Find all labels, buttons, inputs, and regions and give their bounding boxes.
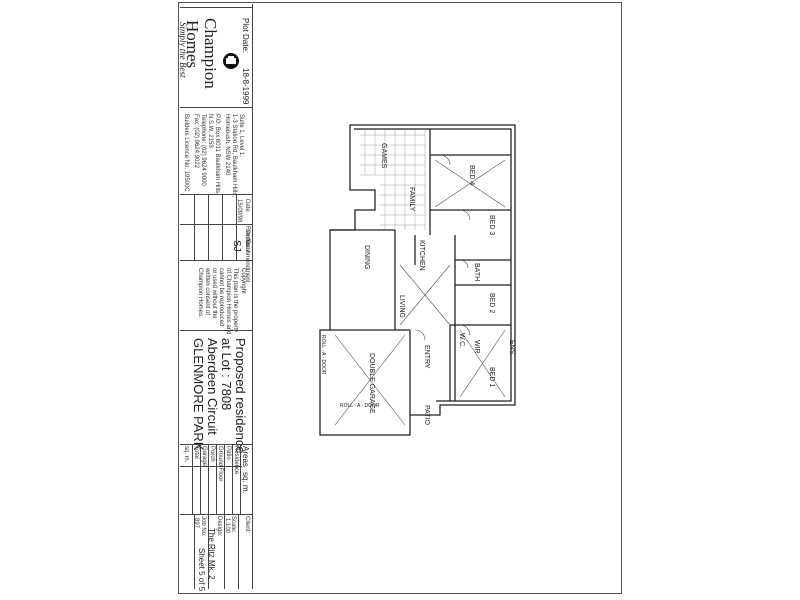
roll-a-door-label-2: ROLL - A - DOOR xyxy=(340,403,380,409)
drawn-value: SJ xyxy=(231,240,242,252)
room-ens: ENS. xyxy=(508,340,515,356)
roll-a-door-label-1: ROLL - A - DOOR xyxy=(320,335,326,375)
room-bed2: BED 2 xyxy=(488,293,495,313)
room-bed4: BED 4 xyxy=(468,165,475,185)
room-dining: DINING xyxy=(363,245,370,270)
room-family: FAMILY xyxy=(408,187,415,212)
company-tagline: Simply the Best xyxy=(178,22,188,78)
room-living: LIVING xyxy=(398,295,405,318)
room-bed1: BED 1 xyxy=(488,367,495,387)
company-name: Champion xyxy=(201,18,220,89)
room-patio: PATIO xyxy=(423,405,430,426)
champion-homes-logo xyxy=(222,52,240,70)
title-block: Plot Date: 18-8-1999 Champion Homes Simp… xyxy=(178,4,253,591)
plot-date-label: Plot Date: xyxy=(241,18,250,54)
room-wc: W.C. xyxy=(458,333,465,348)
floor-plan: GAMES BED 4 FAMILY BED 3 KITCHEN DINING … xyxy=(319,124,516,436)
plot-date-value: 18-8-1999 xyxy=(241,68,250,105)
room-garage: DOUBLE GARAGE xyxy=(368,353,375,414)
room-bath: BATH xyxy=(473,263,480,281)
room-games: GAMES xyxy=(380,143,387,169)
room-bed3: BED 3 xyxy=(488,215,495,235)
room-entry: ENTRY xyxy=(423,345,430,369)
room-wir: WIR xyxy=(473,340,480,354)
room-kitchen: KITCHEN xyxy=(418,240,425,271)
drawn-label: Drawn: xyxy=(244,230,250,250)
